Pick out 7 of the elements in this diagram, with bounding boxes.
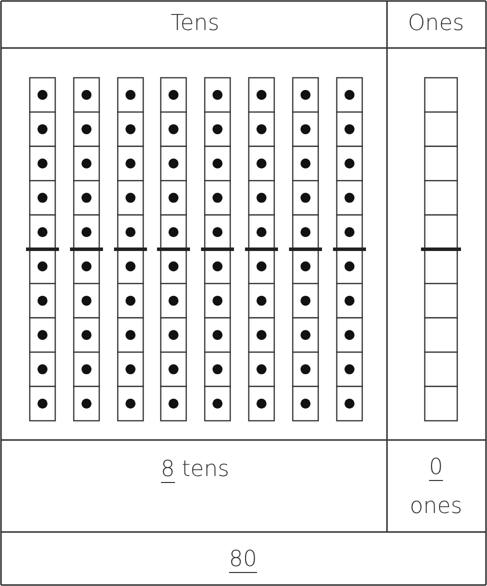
fill-in-answer: 0 [429,456,443,480]
fill-in-answer: 80 [229,548,257,572]
column-heading: Ones [408,11,464,37]
unit-label: ones [410,494,462,520]
unit-label: tens [182,457,230,482]
column-heading: Tens [170,11,220,37]
fill-in-answer: 8 [160,458,175,483]
